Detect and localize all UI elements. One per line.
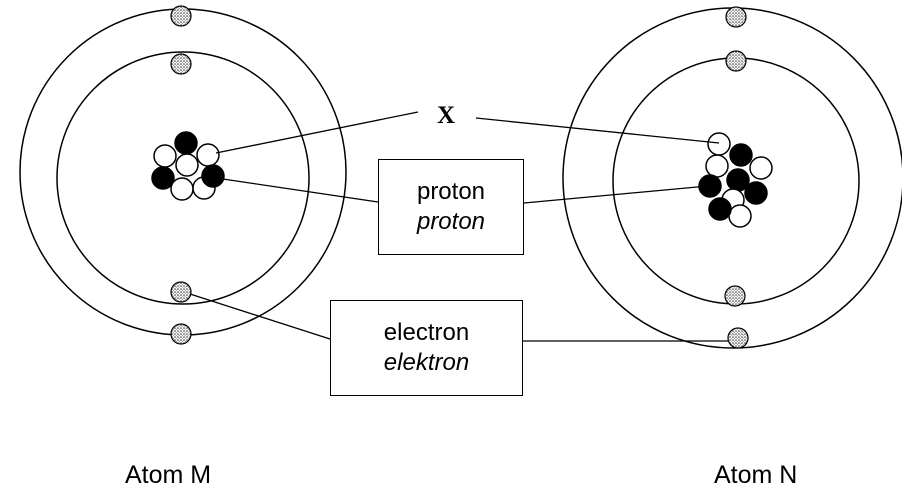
proton [151,166,175,190]
proton [698,174,722,198]
proton [708,197,732,221]
atom-n-electrons [724,6,749,349]
neutron [707,132,731,156]
x-label: X [437,102,455,129]
x-leader-right [475,117,720,144]
proton-label-translation: proton [416,208,486,235]
electron [170,53,192,75]
proton-leader-right [523,185,709,204]
electron [170,5,192,27]
proton-leader-left [215,177,379,203]
proton [729,143,753,167]
neutron [170,177,194,201]
proton [744,181,768,205]
proton [174,131,198,155]
atom-n-caption: Atom N [714,461,798,489]
atom-m-nucleus [151,131,225,201]
electron-label-box: electron elektron [330,300,523,396]
atom-m [19,5,347,345]
proton [201,164,225,188]
proton-label-box: proton proton [378,159,524,255]
electron-leader-left [189,293,331,340]
atom-n [562,6,902,349]
proton-label: proton [416,178,486,205]
electron-label: electron [383,319,470,346]
electron [170,281,192,303]
neutron [728,204,752,228]
electron [170,323,192,345]
atom-m-inner-shell [56,51,310,305]
leader-lines [189,111,728,342]
x-leader-left [215,111,419,154]
neutron [705,154,729,178]
electron [727,327,749,349]
electron [725,6,747,28]
electron [725,50,747,72]
neutron [153,144,177,168]
atom-n-nucleus [698,132,773,228]
neutron [749,156,773,180]
neutron [196,143,220,167]
electron-label-translation: elektron [383,349,470,376]
atom-m-electrons [170,5,192,345]
electron [724,285,746,307]
atom-m-caption: Atom M [125,461,212,489]
neutron [175,153,199,177]
